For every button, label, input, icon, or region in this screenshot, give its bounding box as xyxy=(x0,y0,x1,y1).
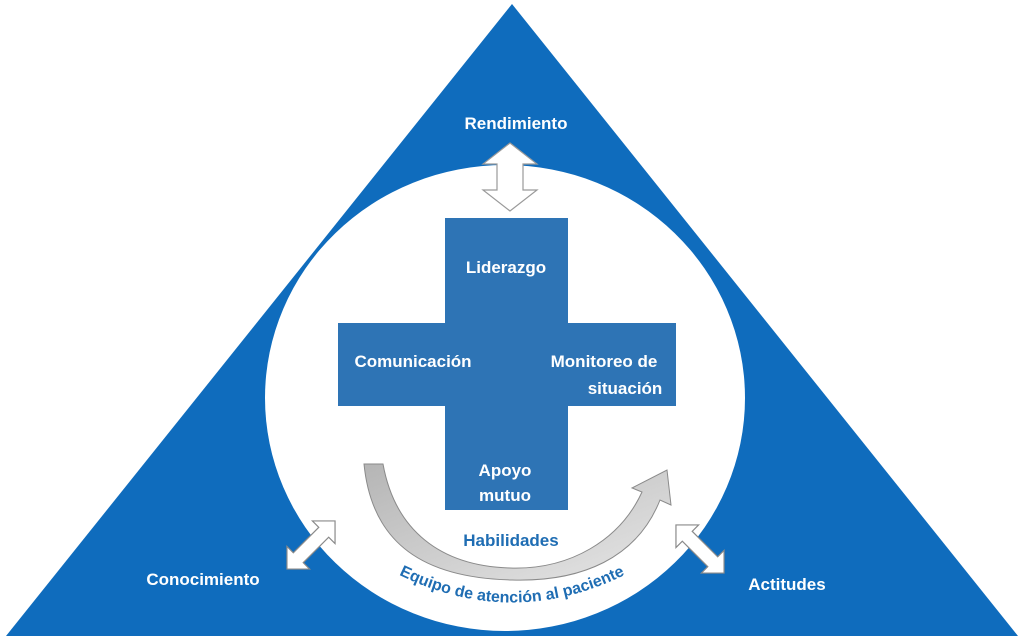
double-arrow-right-icon xyxy=(675,524,725,574)
label-apoyo-line1: Apoyo xyxy=(479,461,532,480)
label-monitoreo-line2: situación xyxy=(588,379,663,398)
double-arrow-left-icon xyxy=(286,520,336,570)
label-apoyo-line2: mutuo xyxy=(479,486,531,505)
skills-cross xyxy=(338,218,676,510)
label-monitoreo-line1: Monitoreo de xyxy=(551,352,658,371)
label-actitudes: Actitudes xyxy=(748,575,825,594)
curved-arrow-icon xyxy=(363,463,672,581)
label-habilidades: Habilidades xyxy=(463,531,558,550)
double-arrow-top-icon xyxy=(481,142,539,212)
label-rendimiento: Rendimiento xyxy=(465,114,568,133)
label-conocimiento: Conocimiento xyxy=(146,570,259,589)
label-comunicacion: Comunicación xyxy=(354,352,471,371)
label-liderazgo: Liderazgo xyxy=(466,258,546,277)
